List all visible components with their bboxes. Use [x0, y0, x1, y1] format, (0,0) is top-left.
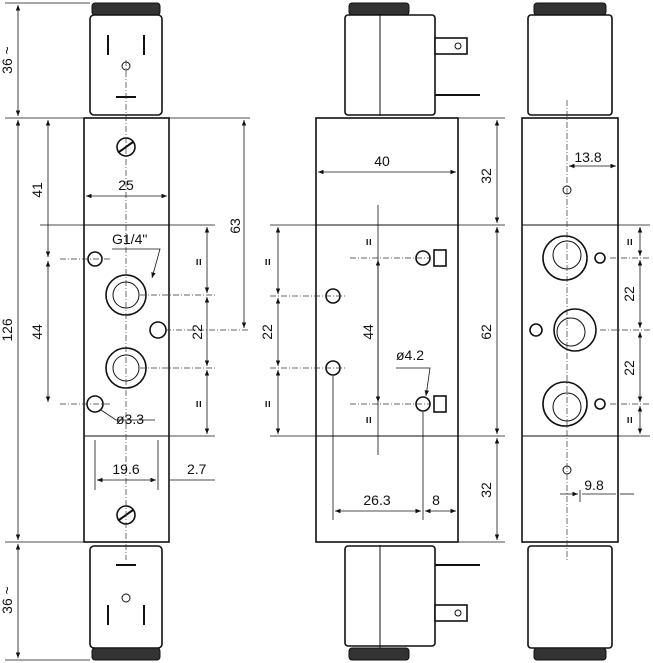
- dim-end-pitch-bottom: 22: [621, 360, 637, 376]
- end-port-middle: [553, 308, 597, 352]
- end-hole-lower: [594, 398, 606, 410]
- eq-end-top: =: [623, 238, 637, 245]
- end-bottom-cap: [533, 647, 607, 661]
- eq-side-inner-bottom: =: [362, 416, 376, 423]
- dim-coil-top: 36 ~: [0, 46, 15, 74]
- mount-hole-middle: [149, 321, 167, 339]
- top-knurled-cap: [91, 2, 161, 16]
- end-hole-middle: [529, 323, 543, 337]
- eq-side-lower: =: [261, 400, 275, 407]
- bottom-connector: [89, 545, 163, 649]
- dim-front-port-pitch: 22: [189, 324, 205, 340]
- dim-side-bottom-section: 32: [478, 482, 494, 498]
- end-top-cap: [533, 2, 607, 16]
- side-view: 40 = 22 = 44 = = ø4.2 32 62 32: [259, 2, 505, 661]
- end-port-lower: [542, 381, 588, 427]
- side-bottom-cap: [348, 647, 410, 661]
- dim-side-hole-offset: 26.3: [363, 492, 390, 508]
- end-port-upper: [542, 235, 588, 281]
- dim-end-pitch-top: 22: [621, 286, 637, 302]
- side-top-cap: [348, 2, 410, 16]
- dim-side-width: 40: [374, 153, 390, 169]
- dim-body-height: 126: [0, 318, 15, 342]
- eq-front-upper: =: [192, 258, 206, 265]
- label-mount-hole: ø3.3: [116, 411, 144, 427]
- dim-edge-offset: 2.7: [187, 461, 207, 477]
- dim-end-bottom-offset: 9.8: [584, 477, 604, 493]
- dim-side-top-section: 32: [478, 168, 494, 184]
- eq-front-lower: =: [192, 400, 206, 407]
- label-side-hole: ø4.2: [396, 347, 424, 363]
- dim-side-edge: 8: [432, 492, 440, 508]
- dim-side-hole-span: 44: [360, 324, 376, 340]
- dim-top-to-port: 41: [29, 182, 45, 198]
- side-valve-body: [315, 117, 459, 543]
- end-bottom-coil: [527, 545, 613, 649]
- dim-side-pitch: 22: [259, 324, 275, 340]
- dim-port-spacing: 44: [29, 324, 45, 340]
- eq-end-bottom: =: [623, 416, 637, 423]
- front-view: 36 ~ 126 36 ~ 41 44 63 25 G1/4" = 22 = ø…: [0, 2, 250, 661]
- side-bottom-coil: [344, 545, 436, 647]
- end-view: 13.8 = 22 22 = 9.8: [521, 2, 650, 661]
- label-port-thread: G1/4": [112, 231, 147, 247]
- eq-side-upper: =: [261, 258, 275, 265]
- dim-front-width: 25: [118, 177, 134, 193]
- side-top-coil: [344, 14, 436, 116]
- dim-hole-offset: 19.6: [112, 461, 139, 477]
- dim-end-top-offset: 13.8: [574, 149, 601, 165]
- eq-side-inner-top: =: [362, 238, 376, 245]
- dim-side-center-section: 62: [478, 324, 494, 340]
- end-top-coil: [527, 14, 613, 116]
- dim-top-to-center: 63: [227, 218, 243, 234]
- bottom-knurled-cap: [91, 647, 161, 661]
- side-top-terminal: [434, 37, 468, 55]
- dim-coil-bottom: 36 ~: [0, 586, 15, 614]
- end-hole-upper: [594, 252, 606, 264]
